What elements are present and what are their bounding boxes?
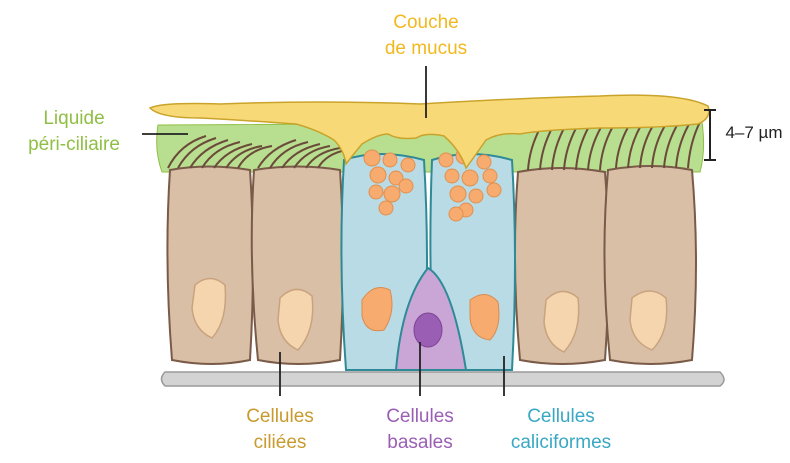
goblet-cells-label: Cellules caliciformes	[486, 404, 636, 456]
ciliated-cell-3	[515, 168, 609, 364]
periciliary-label-line-1: Liquide	[0, 106, 148, 132]
goblet-label-line-1: Cellules	[486, 404, 636, 430]
nucleus	[362, 288, 392, 331]
ciliated-cells-label: Cellules ciliées	[224, 404, 336, 456]
periciliary-label-line-2: péri-ciliaire	[0, 132, 148, 158]
periciliary-liquid-label: Liquide péri-ciliaire	[0, 106, 148, 158]
basal-cells-label: Cellules basales	[358, 404, 482, 456]
basement-membrane	[162, 372, 725, 386]
ciliated-cell-4	[604, 166, 696, 364]
nucleus	[414, 313, 442, 347]
basal-label-line-1: Cellules	[358, 404, 482, 430]
ciliated-cell-1	[167, 167, 253, 365]
mucus-layer-label: Couche de mucus	[362, 10, 490, 62]
ciliated-cell-2	[252, 167, 343, 365]
mucus-label-line-2: de mucus	[362, 36, 490, 62]
goblet-label-line-2: caliciformes	[486, 430, 636, 456]
ciliated-label-line-1: Cellules	[224, 404, 336, 430]
thickness-label: 4–7 µm	[720, 120, 788, 146]
basal-label-line-2: basales	[358, 430, 482, 456]
mucus-label-line-1: Couche	[362, 10, 490, 36]
ciliated-label-line-2: ciliées	[224, 430, 336, 456]
